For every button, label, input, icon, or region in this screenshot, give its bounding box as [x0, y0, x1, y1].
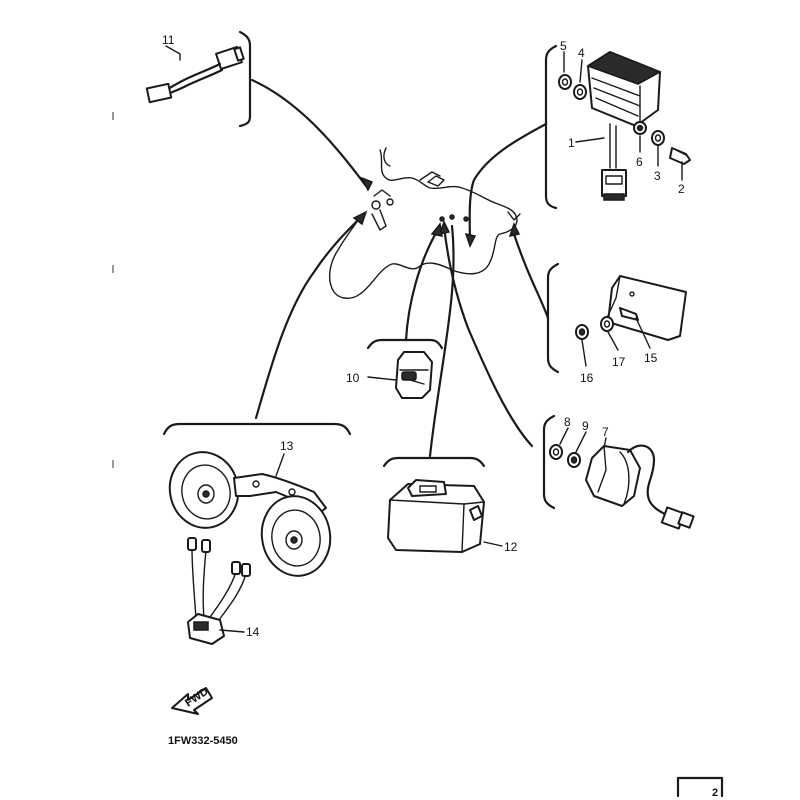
margin-marks	[112, 112, 114, 468]
ref-4: 4	[578, 46, 585, 60]
part-12-box-unit	[387, 479, 485, 553]
part-14-horn-harness	[187, 537, 251, 645]
bracket-12	[382, 456, 486, 468]
ref-16: 16	[580, 371, 594, 385]
part-1-regulator	[586, 51, 662, 201]
frame-outline	[328, 147, 521, 299]
ref-5: 5	[560, 39, 567, 53]
leader-lines	[250, 78, 550, 458]
bracket-13	[162, 422, 352, 436]
ref-9: 9	[582, 419, 589, 433]
part-13-horn-assembly	[168, 451, 332, 577]
bracket-11	[238, 30, 252, 128]
front-direction-arrow: FWD	[171, 686, 213, 715]
ref-17: 17	[612, 355, 626, 369]
bracket-10	[366, 338, 444, 350]
part-7-relay	[585, 444, 695, 530]
part-3-washer	[651, 130, 665, 146]
diagram-code: 1FW332-5450	[168, 735, 238, 747]
ref-1: 1	[568, 136, 575, 150]
number-leaders	[165, 45, 683, 633]
ref-12: 12	[504, 540, 518, 554]
part-17-washer	[600, 316, 614, 332]
part-16-nut	[575, 324, 589, 340]
part-4-washer	[573, 84, 587, 100]
ref-11: 11	[162, 33, 175, 47]
bracket-regulator	[544, 44, 558, 210]
part-9-nut	[567, 452, 581, 468]
reference-numbers: 11 5 4 1 6 3 2 16 17 15 8 9 7 10 12 13 1…	[162, 33, 685, 639]
ref-10: 10	[346, 371, 360, 385]
bracket-7	[542, 414, 556, 510]
part-6-nut	[633, 121, 647, 135]
page-corner-box: 2	[676, 776, 724, 799]
ref-8: 8	[564, 415, 571, 429]
part-8-washer	[549, 444, 563, 460]
ref-13: 13	[280, 439, 294, 453]
ref-3: 3	[654, 169, 661, 183]
page-box-label: 2	[712, 787, 718, 799]
part-11-wire-lead	[145, 45, 245, 104]
ref-15: 15	[644, 351, 658, 365]
ref-6: 6	[636, 155, 643, 169]
bracket-15	[546, 262, 560, 374]
ref-14: 14	[246, 625, 260, 639]
part-5-washer	[558, 74, 572, 90]
part-2-bolt	[669, 147, 691, 165]
ref-2: 2	[678, 182, 685, 196]
ref-7: 7	[602, 425, 609, 439]
part-10-flasher-relay	[395, 351, 433, 399]
part-15-plate	[605, 275, 687, 341]
